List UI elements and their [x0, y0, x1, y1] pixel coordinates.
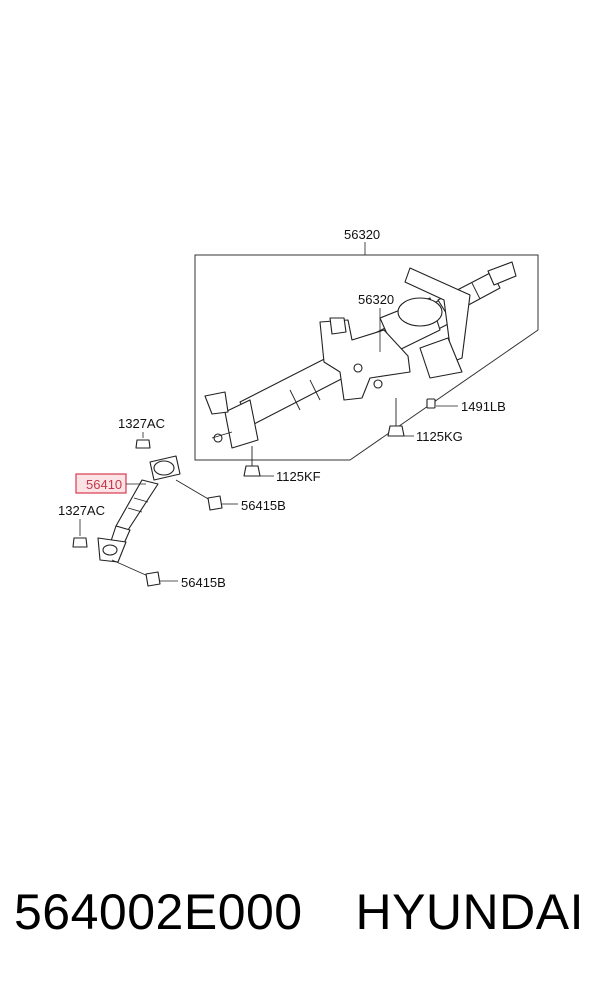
bolt-1491lb-icon — [426, 398, 458, 409]
brand-name: HYUNDAI — [355, 884, 584, 940]
bolt-1125kf-icon — [243, 446, 274, 477]
footer: 564002E000 HYUNDAI — [0, 872, 600, 952]
label-56320-top: 56320 — [344, 227, 380, 242]
label-1491lb: 1491LB — [461, 399, 506, 414]
column-lower-end — [204, 391, 259, 449]
label-56415b-upper: 56415B — [241, 498, 286, 513]
label-1125kg: 1125KG — [416, 429, 463, 444]
label-56410: 56410 — [86, 477, 122, 492]
bolt-1125kg-icon — [387, 398, 414, 437]
bolt-56415b-upper-icon — [175, 479, 238, 511]
label-1125kf: 1125KF — [276, 469, 321, 484]
assembly-frame — [194, 254, 539, 461]
nut-1327ac-upper-icon — [135, 432, 151, 449]
label-1327ac-upper: 1327AC — [118, 416, 165, 431]
nut-1327ac-lower-icon — [72, 519, 88, 548]
label-56320-body: 56320 — [358, 292, 394, 307]
mounting-bracket — [319, 317, 411, 401]
bolt-56415b-lower-icon — [111, 559, 178, 587]
label-1327ac-lower: 1327AC — [58, 503, 105, 518]
label-56415b-lower: 56415B — [181, 575, 226, 590]
intermediate-shaft-joint — [97, 455, 181, 563]
part-number: 564002E000 — [14, 884, 303, 940]
highlight-56410-box — [75, 473, 127, 494]
